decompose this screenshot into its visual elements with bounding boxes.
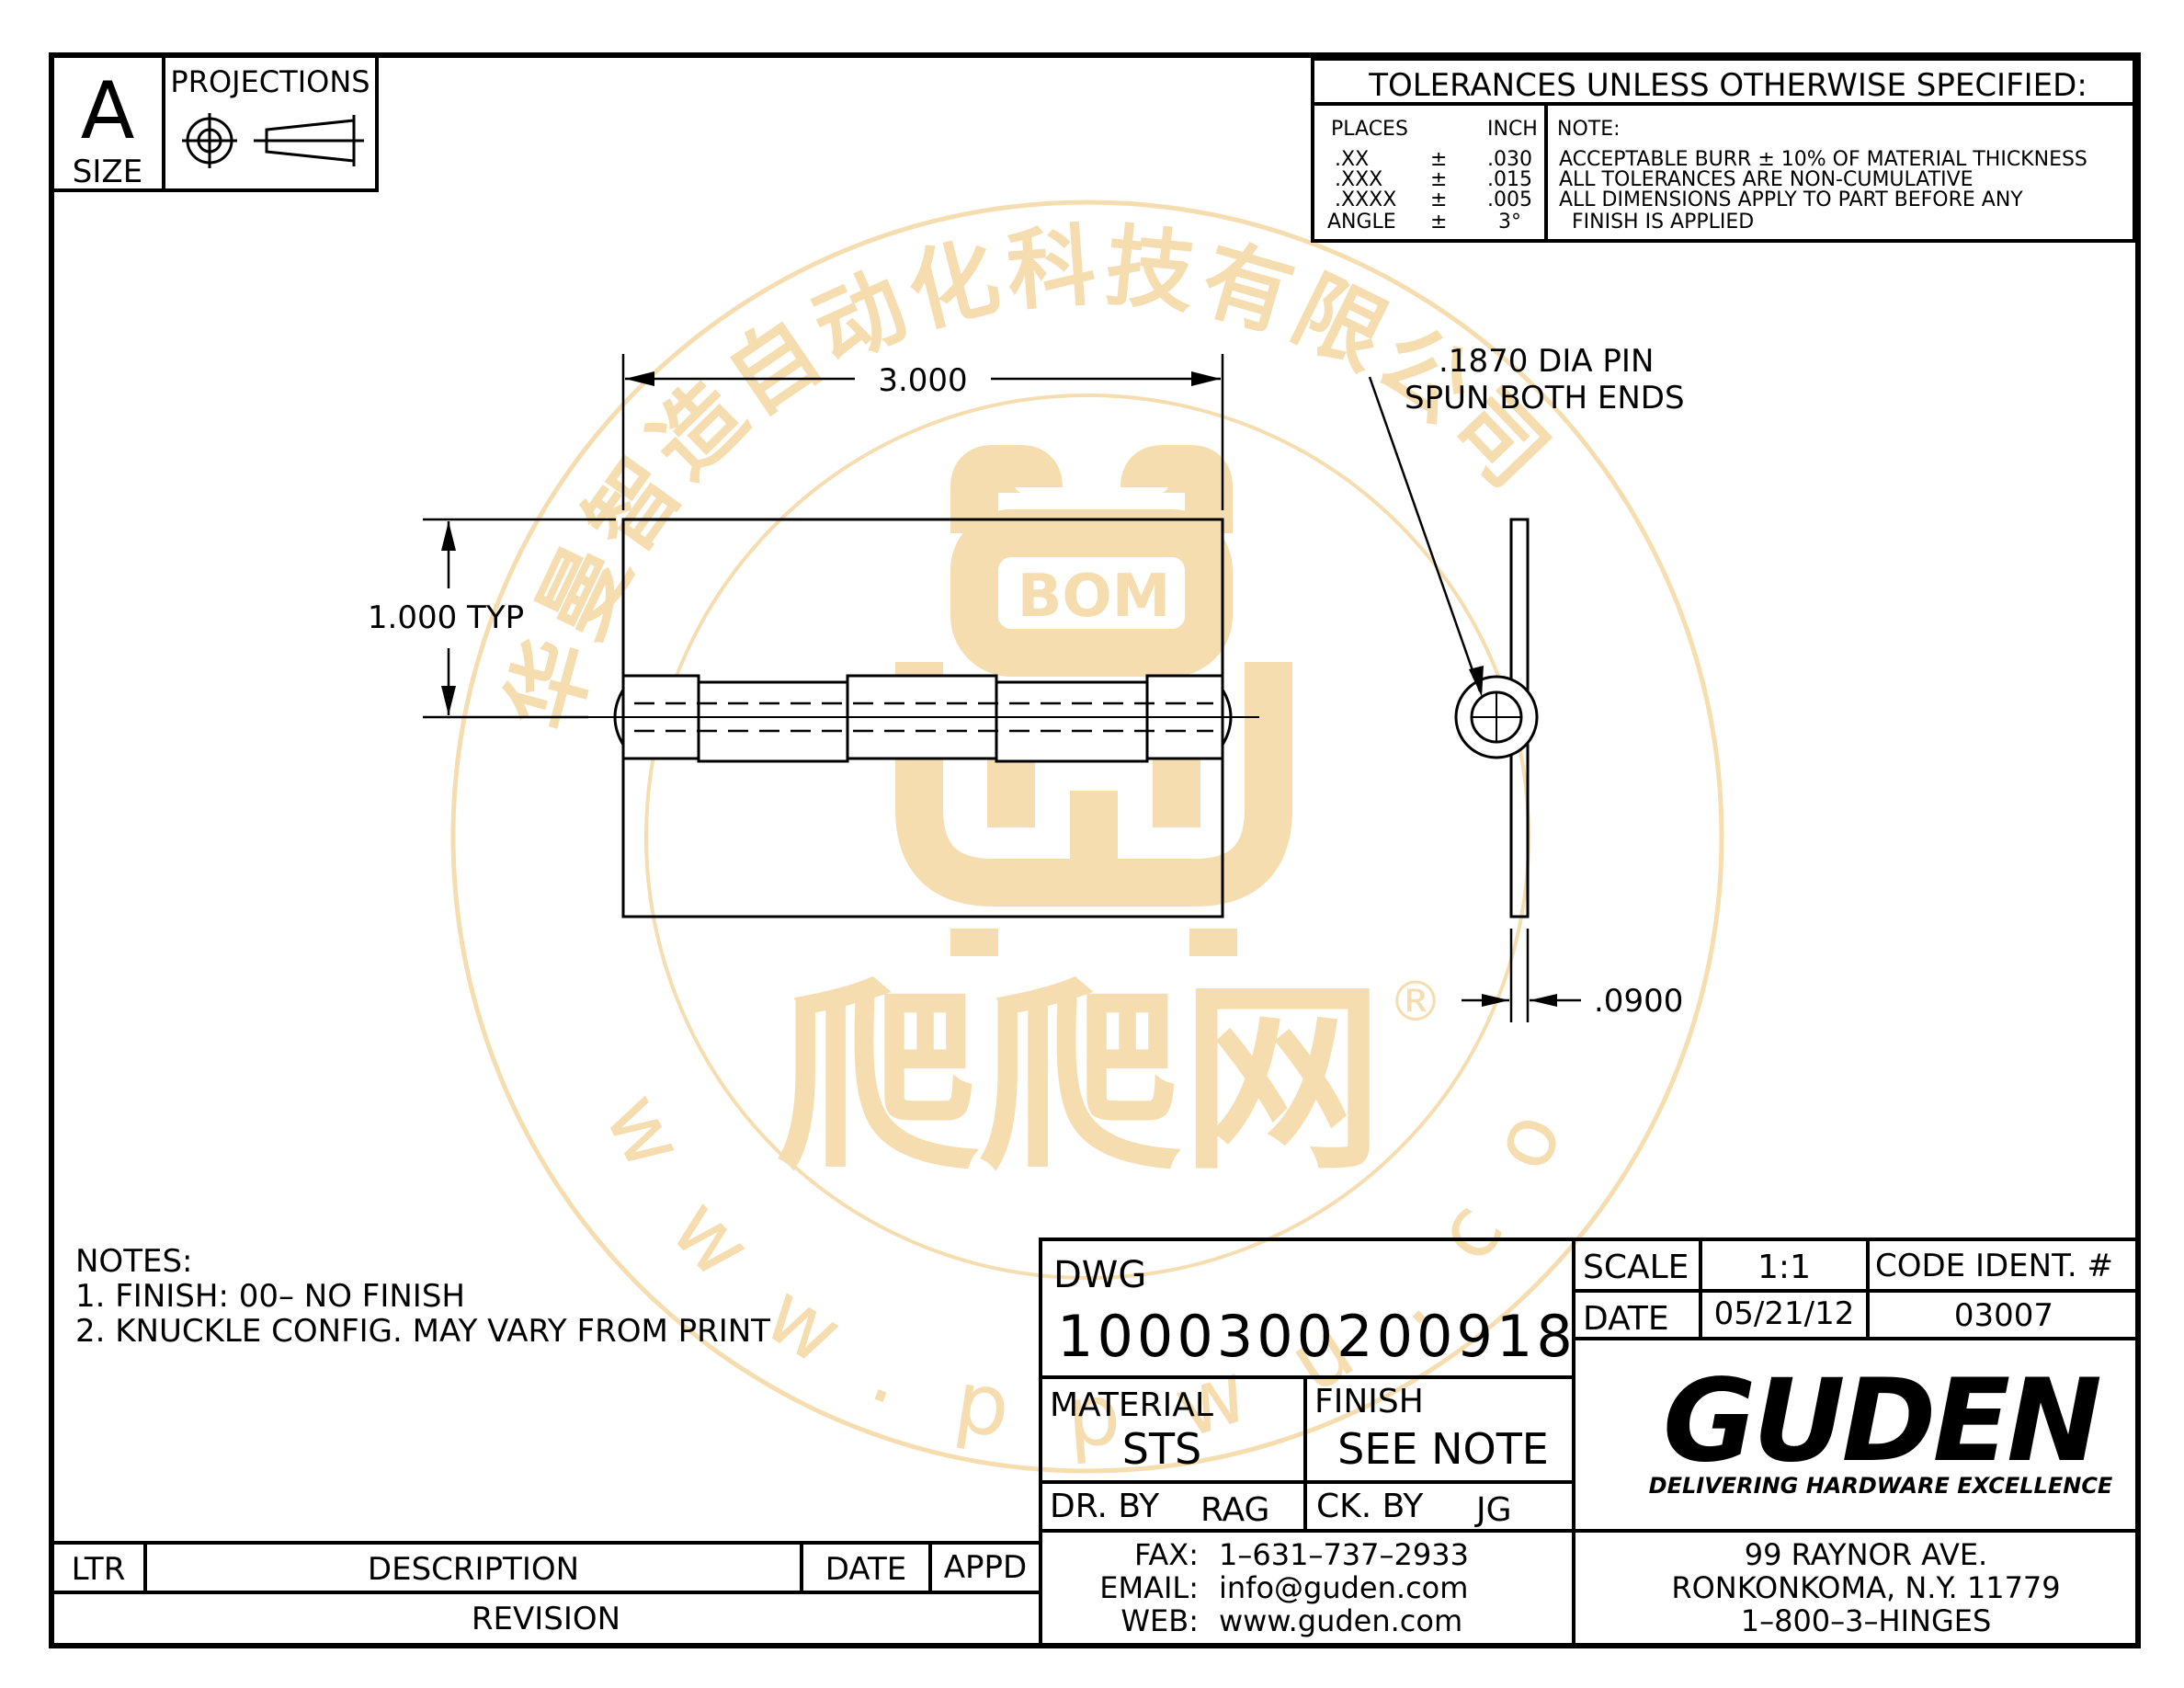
revision-appd-header: APPD	[944, 1549, 1027, 1586]
tolerance-value: .030	[1487, 148, 1532, 171]
revision-description-header: DESCRIPTION	[368, 1551, 579, 1588]
tolerances-block	[1311, 57, 2136, 243]
size-letter: A	[81, 65, 135, 157]
watermark-brand: 爬爬网	[777, 962, 1383, 1197]
web-label: WEB:	[1120, 1603, 1199, 1638]
tolerances-note-header: NOTE:	[1557, 118, 1621, 141]
address-line2: RONKONKOMA, N.Y. 11779	[1671, 1570, 2060, 1605]
tolerance-note: ALL DIMENSIONS APPLY TO PART BEFORE ANY	[1559, 188, 2023, 211]
tolerance-place: .XXXX	[1335, 188, 1396, 211]
tolerance-value: .015	[1487, 168, 1532, 191]
note-item: 2. KNUCKLE CONFIG. MAY VARY FROM PRINT	[75, 1313, 770, 1350]
material-value: STS	[1122, 1424, 1202, 1474]
tolerance-notes: ACCEPTABLE BURR ± 10% OF MATERIAL THICKN…	[1559, 148, 2087, 234]
tolerance-note: FINISH IS APPLIED	[1572, 211, 1754, 234]
projection-symbol-icon	[182, 113, 364, 168]
date-value: 05/21/12	[1714, 1295, 1855, 1332]
tolerance-value: .005	[1487, 188, 1532, 211]
tolerances-title: TOLERANCES UNLESS OTHERWISE SPECIFIED:	[1368, 67, 2087, 104]
width-dimension	[621, 354, 1224, 510]
watermark-robot-logo	[895, 445, 1292, 956]
revision-label: REVISION	[472, 1601, 620, 1637]
dwg-label: DWG	[1053, 1254, 1146, 1296]
scale-value: 1:1	[1757, 1249, 1811, 1286]
drawn-by-value: RAG	[1200, 1491, 1269, 1529]
size-block	[50, 53, 379, 192]
revision-ltr-header: LTR	[72, 1551, 126, 1588]
finish-label: FINISH	[1314, 1383, 1424, 1420]
hinge-front-view	[588, 518, 1259, 918]
fax-value: 1–631–737–2933	[1219, 1537, 1469, 1572]
revision-date-header: DATE	[825, 1551, 906, 1588]
tolerance-note: ALL TOLERANCES ARE NON-CUMULATIVE	[1559, 168, 1974, 191]
dwg-number: 1000300200918	[1057, 1303, 1576, 1370]
tolerance-note: ACCEPTABLE BURR ± 10% OF MATERIAL THICKN…	[1559, 148, 2087, 171]
revision-block	[50, 1541, 1042, 1648]
tolerance-place: .XXX	[1335, 168, 1382, 191]
pin-note-line1: .1870 DIA PIN	[1439, 343, 1654, 380]
email-value: info@guden.com	[1219, 1570, 1468, 1605]
tolerance-place: .XX	[1335, 148, 1369, 171]
tolerance-pm: ±	[1430, 188, 1447, 211]
code-ident-value: 03007	[1954, 1297, 2053, 1334]
tolerance-place: ANGLE	[1327, 211, 1396, 234]
date-label: DATE	[1583, 1300, 1669, 1338]
address-line3: 1–800–3–HINGES	[1741, 1603, 1992, 1638]
checked-by-label: CK. BY	[1316, 1488, 1424, 1525]
width-dimension-label: 3.000	[878, 362, 967, 399]
address-line1: 99 RAYNOR AVE.	[1745, 1537, 1987, 1572]
finish-value: SEE NOTE	[1337, 1424, 1549, 1474]
thickness-dimension	[1462, 929, 1581, 1022]
material-label: MATERIAL	[1050, 1386, 1213, 1424]
tolerance-pm: ±	[1430, 211, 1447, 234]
thickness-dimension-label: .0900	[1594, 983, 1683, 1020]
tolerance-rows: .XX ± .030 .XXX ± .015 .XXXX ± .005 ANGL…	[1327, 148, 1532, 234]
scale-label: SCALE	[1583, 1249, 1689, 1286]
projections-label: PROJECTIONS	[170, 64, 370, 99]
title-block-frame	[1039, 1237, 2140, 1648]
drawn-by-label: DR. BY	[1050, 1488, 1160, 1525]
height-dimension-label: 1.000 TYP	[368, 599, 524, 636]
tolerance-value: 3°	[1498, 211, 1521, 234]
pin-note-line2: SPUN BOTH ENDS	[1405, 380, 1685, 416]
company-tagline: DELIVERING HARDWARE EXCELLENCE	[1649, 1473, 2113, 1499]
company-logo: GUDEN	[1663, 1355, 2100, 1488]
code-ident-label: CODE IDENT. #	[1875, 1248, 2113, 1284]
fax-label: FAX:	[1134, 1537, 1199, 1572]
height-dimension	[423, 518, 616, 719]
web-value: www.guden.com	[1219, 1603, 1462, 1638]
tolerances-places-header: PLACES	[1331, 118, 1408, 141]
tolerances-inch-header: INCH	[1487, 118, 1538, 141]
tolerance-pm: ±	[1430, 148, 1447, 171]
note-item: 1. FINISH: 00– NO FINISH	[75, 1278, 465, 1315]
watermark-registered: ®	[1388, 970, 1443, 1034]
tolerance-pm: ±	[1430, 168, 1447, 191]
email-label: EMAIL:	[1099, 1570, 1199, 1605]
size-label: SIZE	[73, 154, 142, 190]
watermark-logo-text: BOM	[1018, 563, 1171, 631]
hinge-side-view	[1368, 376, 1539, 918]
checked-by-value: JG	[1474, 1491, 1512, 1529]
notes-title: NOTES:	[75, 1243, 192, 1280]
